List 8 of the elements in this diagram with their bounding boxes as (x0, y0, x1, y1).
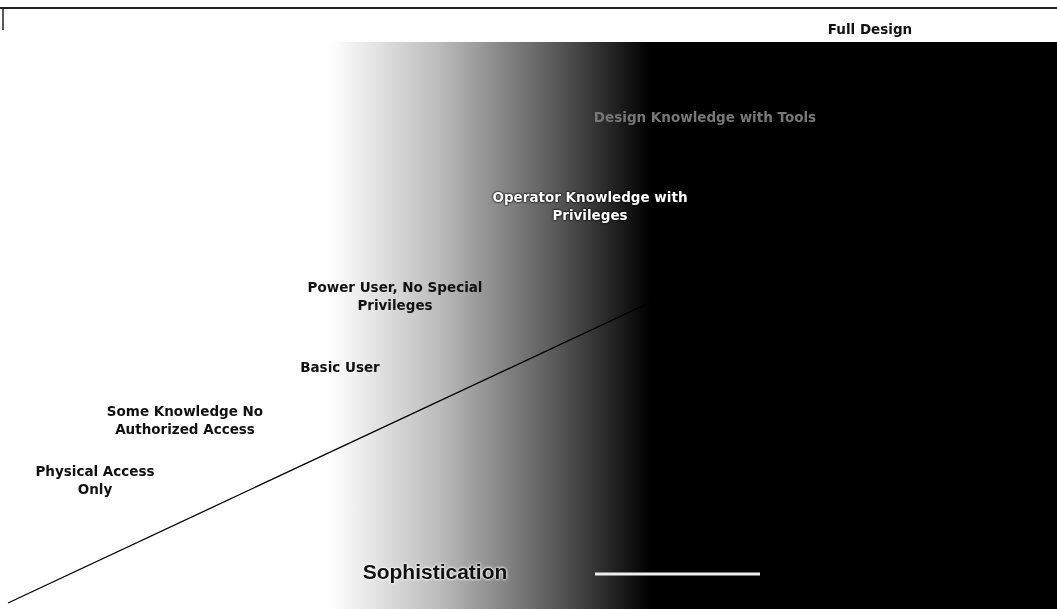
axis-label: Sophistication (361, 560, 509, 584)
level-label: Full Design (826, 20, 914, 38)
level-label: Some Knowledge No Authorized Access (105, 402, 265, 438)
level-label: Power User, No Special Privileges (306, 278, 484, 314)
level-label: Physical Access Only (34, 462, 156, 498)
level-label: Operator Knowledge with Privileges (491, 188, 689, 224)
level-label: Basic User (299, 358, 381, 376)
level-label: Design Knowledge with Tools (592, 108, 818, 126)
